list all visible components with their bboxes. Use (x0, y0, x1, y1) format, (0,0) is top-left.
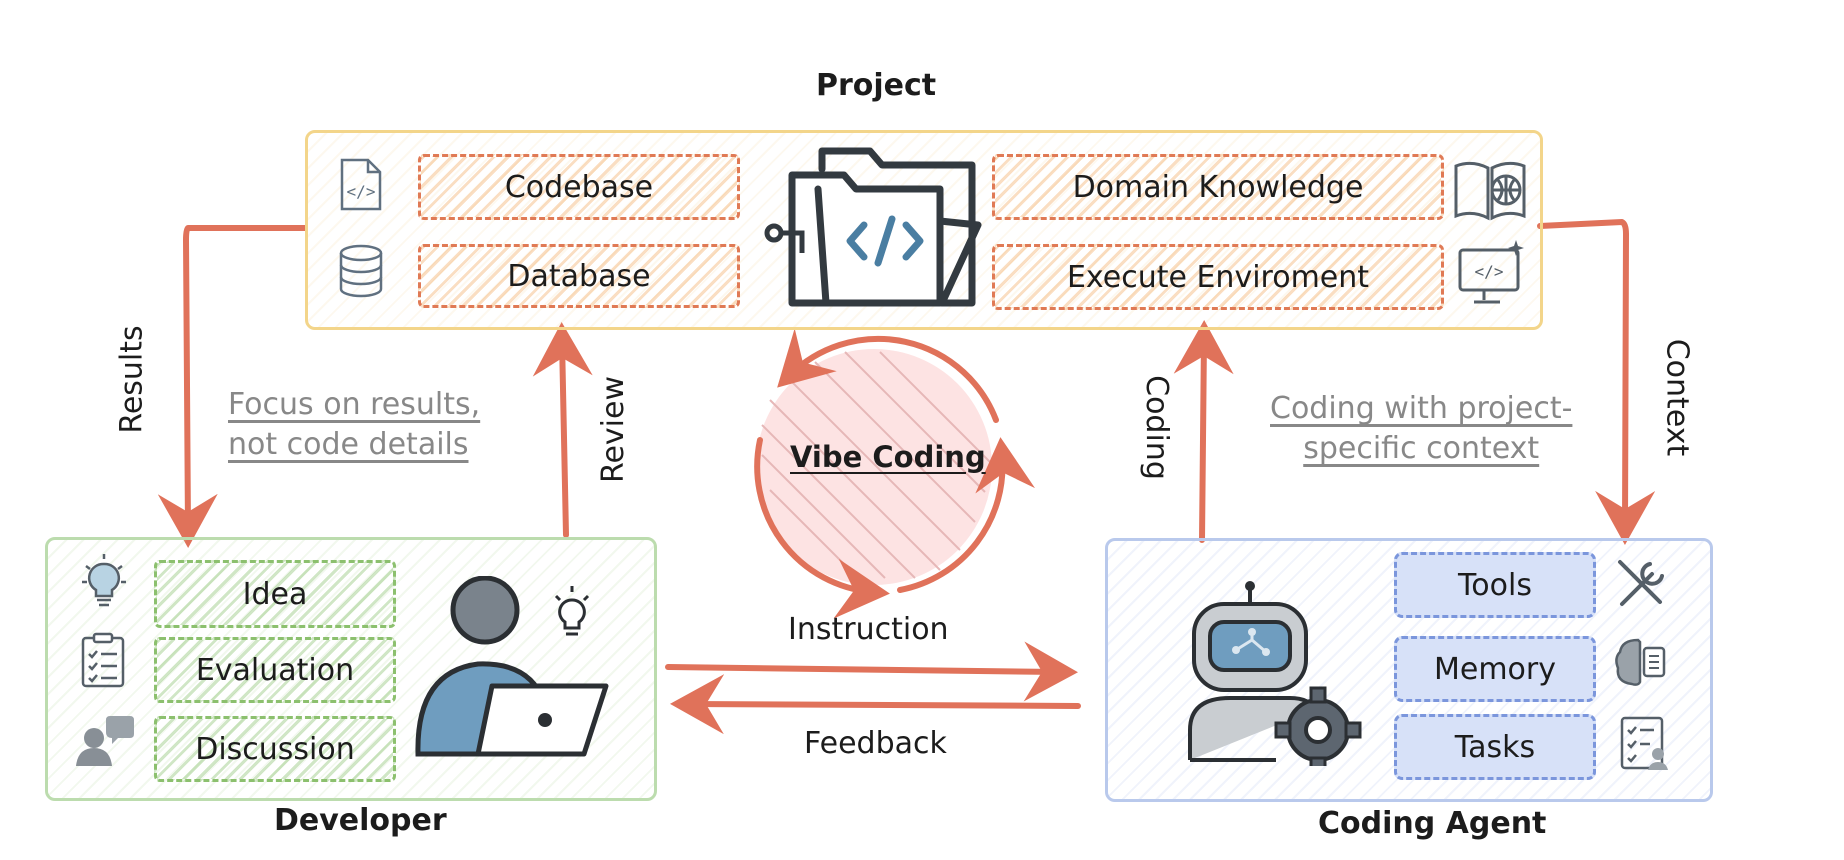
developer-title: Developer (274, 803, 447, 838)
book-globe-icon (1454, 161, 1526, 221)
agent-title: Coding Agent (1318, 806, 1547, 841)
developer-item-discussion: Discussion (154, 716, 396, 782)
lightbulb-icon (82, 554, 126, 607)
tools-icon (1618, 560, 1664, 606)
feedback-label: Feedback (804, 726, 947, 761)
project-item-execute-enviroment: Execute Enviroment (992, 244, 1444, 310)
developer-panel (45, 537, 657, 801)
svg-text:</>: </> (347, 182, 376, 201)
agent-item-memory: Memory (1394, 636, 1596, 702)
results-label: Results (114, 325, 150, 434)
context-arrow (1537, 219, 1656, 545)
context-label: Context (1659, 338, 1695, 457)
chat-person-icon (76, 716, 134, 766)
instruction-arrow (665, 641, 1078, 702)
review-arrow (532, 322, 593, 538)
vibe-coding-title: Vibe Coding (790, 440, 986, 474)
developer-item-idea: Idea (154, 560, 396, 628)
monitor-code-icon: </> (1458, 240, 1524, 304)
feedback-arrow (670, 674, 1081, 735)
database-icon (339, 244, 383, 298)
developer-note-line-2: not code details (228, 427, 469, 462)
review-label: Review (596, 375, 632, 484)
results-arrow (157, 225, 308, 548)
developer-laptop-icon (415, 576, 609, 757)
developer-note: Focus on results, not code details (228, 385, 480, 465)
developer-note-line-1: Focus on results, (228, 387, 481, 422)
svg-text:</>: </> (1475, 262, 1504, 281)
agent-note: Coding with project- specific context (1270, 389, 1572, 469)
brain-chip-icon (1615, 638, 1666, 686)
folder-code-icon (764, 147, 982, 307)
project-item-database: Database (418, 244, 740, 308)
task-list-icon (1620, 716, 1668, 770)
robot-gear-icon (1188, 581, 1362, 766)
project-item-codebase: Codebase (418, 154, 740, 220)
agent-note-line-1: Coding with project- (1270, 391, 1573, 426)
idea-bulb-icon (554, 586, 590, 636)
vibe-coding-cycle (754, 328, 1036, 619)
project-item-domain-knowledge: Domain Knowledge (992, 154, 1444, 220)
coding-arrow (1173, 320, 1234, 543)
agent-note-line-2: specific context (1303, 431, 1540, 466)
clipboard-checklist-icon (81, 632, 125, 688)
code-file-icon: </> (340, 158, 382, 211)
agent-item-tasks: Tasks (1394, 714, 1596, 780)
agent-item-tools: Tools (1394, 552, 1596, 618)
project-title: Project (816, 68, 937, 103)
instruction-label: Instruction (788, 612, 949, 647)
developer-item-evaluation: Evaluation (154, 637, 396, 703)
coding-label: Coding (1138, 375, 1174, 480)
